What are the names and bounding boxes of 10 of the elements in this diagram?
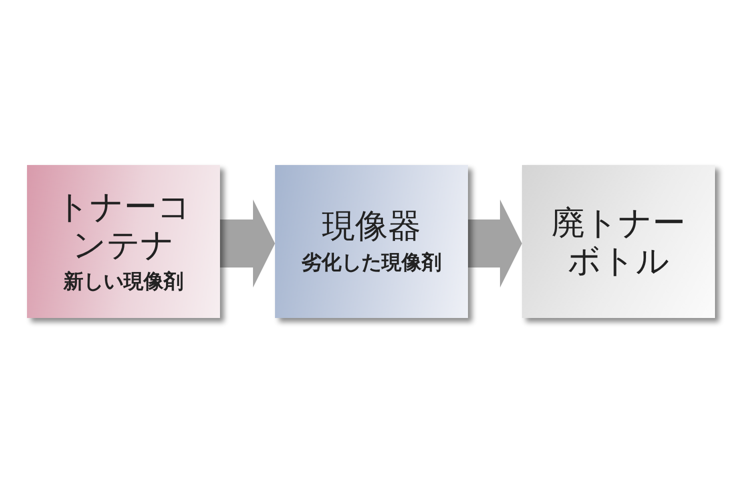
block-arrow — [220, 200, 275, 288]
box-subtitle: 劣化した現像剤 — [302, 249, 442, 276]
box-title: 現像器 — [322, 207, 421, 245]
box-title: トナーコンテナ — [55, 188, 192, 264]
block-arrow — [468, 200, 522, 288]
process-box — [275, 165, 468, 318]
box-subtitle: 新しい現像剤 — [64, 268, 184, 295]
box-title: 廃トナーボトル — [550, 204, 686, 280]
process-box — [522, 165, 715, 318]
process-box — [27, 165, 220, 318]
